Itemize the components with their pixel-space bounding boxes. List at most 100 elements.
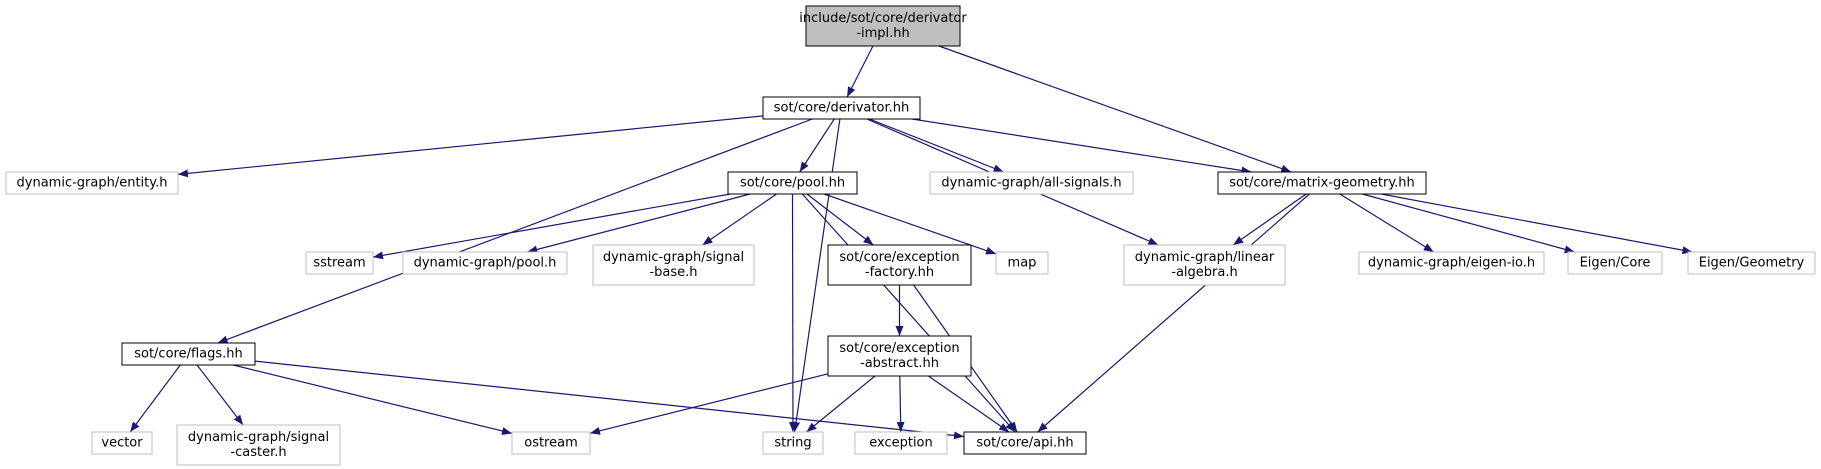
edges-layer — [129, 45, 1693, 440]
node-all_signals: dynamic-graph/all-signals.h — [929, 171, 1134, 195]
node-label-exception_abstract-line-1: -abstract.hh — [860, 356, 939, 371]
node-box-map — [995, 251, 1049, 275]
node-box-api — [963, 431, 1087, 455]
node-box-signal_base — [592, 244, 755, 286]
node-signal_base: dynamic-graph/signal-base.h — [592, 244, 755, 286]
node-label-exception-line-0: exception — [869, 436, 933, 451]
edge-exception_abstract-to-api — [928, 375, 1010, 433]
node-exception: exception — [854, 431, 948, 455]
edge-pool-to-dg_pool — [527, 193, 751, 254]
edge-derivator_impl-to-matrix_geometry — [938, 45, 1292, 173]
node-label-derivator_impl-line-0: include/sot/core/derivator — [799, 11, 967, 26]
edge-pool-to-sstream — [372, 193, 731, 260]
node-ostream: ostream — [511, 431, 591, 455]
edge-exception_abstract-to-exception — [896, 375, 905, 433]
node-string: string — [762, 431, 824, 455]
node-label-api-line-0: sot/core/api.hh — [976, 436, 1073, 451]
node-label-exception_factory-line-0: sot/core/exception — [839, 250, 959, 265]
node-signal_caster: dynamic-graph/signal-caster.h — [176, 424, 341, 466]
node-label-signal_caster-line-0: dynamic-graph/signal — [188, 430, 329, 445]
node-box-string — [762, 431, 824, 455]
node-exception_factory[interactable]: sot/core/exception-factory.hh — [827, 244, 972, 286]
node-box-all_signals — [929, 171, 1134, 195]
node-box-entity — [5, 171, 179, 195]
node-vector: vector — [91, 431, 153, 455]
node-box-flags — [121, 342, 256, 366]
node-eigen_core: Eigen/Core — [1567, 251, 1663, 275]
edge-matrix_geometry-to-linear_algebra — [1232, 193, 1307, 246]
node-label-eigen_io-line-0: dynamic-graph/eigen-io.h — [1368, 256, 1535, 271]
edge-pool-to-signal_base — [702, 193, 777, 246]
edge-derivator_impl-to-derivator — [846, 45, 874, 98]
node-label-pool-line-0: sot/core/pool.hh — [740, 176, 845, 191]
node-matrix_geometry[interactable]: sot/core/matrix-geometry.hh — [1217, 171, 1427, 195]
node-derivator[interactable]: sot/core/derivator.hh — [762, 96, 921, 120]
node-eigen_geometry: Eigen/Geometry — [1687, 251, 1816, 275]
node-box-ostream — [511, 431, 591, 455]
node-label-entity-line-0: dynamic-graph/entity.h — [17, 176, 168, 191]
node-box-linear_algebra — [1123, 244, 1286, 286]
node-label-sstream-line-0: sstream — [313, 256, 365, 271]
node-flags[interactable]: sot/core/flags.hh — [121, 342, 256, 366]
node-box-exception — [854, 431, 948, 455]
node-label-vector-line-0: vector — [101, 436, 143, 451]
node-label-signal_base-line-0: dynamic-graph/signal — [603, 250, 744, 265]
node-sstream: sstream — [305, 251, 374, 275]
node-box-sstream — [305, 251, 374, 275]
node-entity: dynamic-graph/entity.h — [5, 171, 179, 195]
edge-flags-to-vector — [129, 364, 181, 433]
node-label-string-line-0: string — [774, 436, 811, 451]
node-label-signal_caster-line-1: -caster.h — [230, 445, 286, 460]
node-box-derivator_impl — [805, 5, 961, 47]
node-box-derivator — [762, 96, 921, 120]
edge-derivator-to-pool — [799, 118, 835, 173]
edge-derivator-to-matrix_geometry — [911, 118, 1252, 175]
node-derivator_impl: include/sot/core/derivator-impl.hh — [799, 5, 967, 47]
node-linear_algebra: dynamic-graph/linear-algebra.h — [1123, 244, 1286, 286]
edge-pool-to-string — [788, 193, 797, 433]
node-box-exception_abstract — [827, 335, 972, 377]
edge-pool-to-exception_factory — [806, 193, 874, 246]
node-label-exception_abstract-line-0: sot/core/exception — [839, 341, 959, 356]
edge-matrix_geometry-to-eigen_geometry — [1380, 193, 1693, 255]
node-box-exception_factory — [827, 244, 972, 286]
node-label-linear_algebra-line-1: -algebra.h — [1171, 265, 1237, 280]
node-pool[interactable]: sot/core/pool.hh — [727, 171, 858, 195]
node-dg_pool: dynamic-graph/pool.h — [402, 251, 568, 275]
node-label-map-line-0: map — [1008, 256, 1037, 271]
node-label-flags-line-0: sot/core/flags.hh — [134, 347, 243, 362]
node-label-all_signals-line-0: dynamic-graph/all-signals.h — [941, 176, 1121, 191]
edge-matrix_geometry-to-eigen_io — [1339, 193, 1435, 253]
edge-derivator-to-entity — [177, 115, 764, 178]
edge-matrix_geometry-to-eigen_core — [1362, 193, 1575, 254]
node-box-eigen_io — [1358, 251, 1545, 275]
edge-exception_abstract-to-string — [806, 375, 876, 433]
node-box-matrix_geometry — [1217, 171, 1427, 195]
node-api[interactable]: sot/core/api.hh — [963, 431, 1087, 455]
node-label-eigen_core-line-0: Eigen/Core — [1580, 256, 1651, 271]
node-label-signal_base-line-1: -base.h — [649, 265, 697, 280]
edge-flags-to-ostream — [233, 364, 513, 435]
node-box-vector — [91, 431, 153, 455]
node-box-dg_pool — [402, 251, 568, 275]
node-exception_abstract[interactable]: sot/core/exception-abstract.hh — [827, 335, 972, 377]
nodes-layer: include/sot/core/derivator-impl.hh sot/co… — [5, 5, 1816, 466]
edge-exception_abstract-to-ostream — [589, 373, 829, 435]
node-label-ostream-line-0: ostream — [524, 436, 578, 451]
node-box-eigen_geometry — [1687, 251, 1816, 275]
node-map: map — [995, 251, 1049, 275]
node-box-signal_caster — [176, 424, 341, 466]
node-label-derivator_impl-line-1: -impl.hh — [856, 26, 909, 41]
edge-flags-to-signal_caster — [196, 364, 244, 426]
node-label-derivator-line-0: sot/core/derivator.hh — [774, 101, 909, 116]
node-box-eigen_core — [1567, 251, 1663, 275]
node-label-eigen_geometry-line-0: Eigen/Geometry — [1699, 256, 1805, 271]
node-label-linear_algebra-line-0: dynamic-graph/linear — [1135, 250, 1275, 265]
node-eigen_io: dynamic-graph/eigen-io.h — [1358, 251, 1545, 275]
node-label-exception_factory-line-1: -factory.hh — [865, 265, 934, 280]
edge-flags-to-api — [254, 360, 965, 440]
edge-derivator-to-flags — [217, 118, 813, 344]
node-label-matrix_geometry-line-0: sot/core/matrix-geometry.hh — [1229, 176, 1415, 191]
edge-pool-to-api — [801, 193, 1016, 433]
